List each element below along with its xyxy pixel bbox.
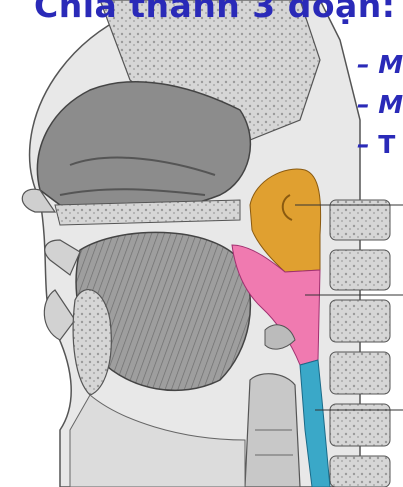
bullet-2: – M	[357, 90, 403, 119]
bullet-dash: –	[357, 50, 370, 79]
hard-palate	[55, 200, 240, 225]
bullet-label: M	[378, 50, 403, 79]
bullet-label: T	[378, 130, 395, 159]
bullet-dash: –	[357, 130, 370, 159]
bullet-label: M	[378, 90, 403, 119]
bullet-dash: –	[357, 90, 370, 119]
bullet-3: – T	[357, 130, 395, 159]
bullet-1: – M	[357, 50, 403, 79]
slide-title: Chia thành 3 đoạn:	[34, 0, 396, 25]
